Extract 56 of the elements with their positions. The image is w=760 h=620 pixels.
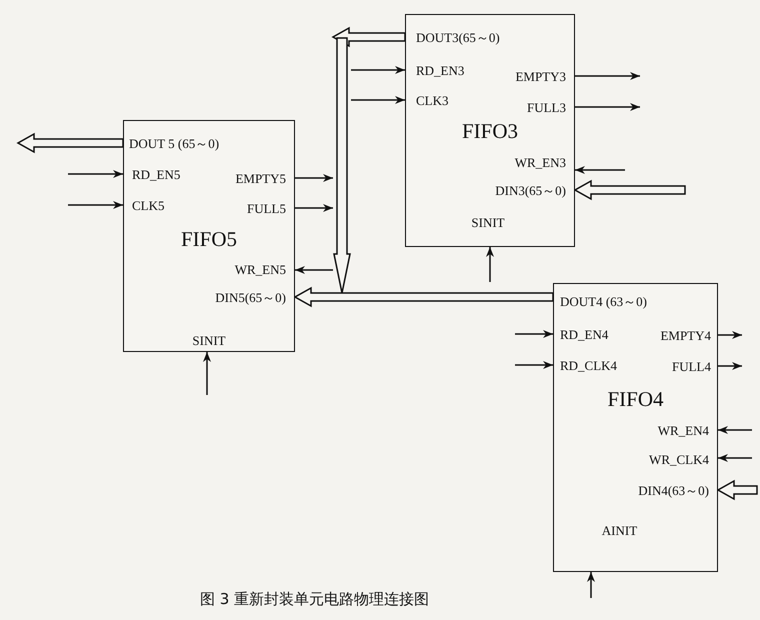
- signal-arrow: [295, 204, 333, 212]
- pin-label: RD_CLK4: [560, 358, 618, 374]
- signal-arrow: [718, 454, 752, 462]
- pin-label: DOUT4 (63～0): [560, 294, 648, 310]
- pin-label: DIN4(63～0): [638, 483, 709, 499]
- signal-arrow: [718, 331, 742, 339]
- signal-arrow: [515, 361, 553, 369]
- fifo-block: [123, 120, 295, 352]
- pin-label: CLK5: [132, 198, 164, 214]
- fifo-block: [553, 283, 718, 572]
- pin-label: CLK3: [416, 93, 448, 109]
- pin-label: RD_EN5: [132, 167, 180, 183]
- bus-arrow: [16, 132, 124, 154]
- block-title: FIFO4: [606, 387, 665, 411]
- pin-label: EMPTY3: [515, 69, 566, 85]
- bus-arrow: [716, 480, 758, 500]
- pin-label: WR_CLK4: [649, 452, 709, 468]
- pin-label: SINIT: [191, 333, 227, 349]
- fifo-block: [405, 14, 575, 247]
- pin-label: FULL5: [247, 201, 286, 217]
- pin-label: EMPTY4: [660, 328, 711, 344]
- pin-label: FULL3: [527, 100, 566, 116]
- signal-arrow: [68, 170, 123, 178]
- bus-arrow: [331, 26, 406, 48]
- signal-arrow: [351, 66, 405, 74]
- pin-label: WR_EN5: [234, 262, 286, 278]
- signal-arrow: [587, 572, 595, 598]
- signal-arrow: [351, 96, 405, 104]
- pin-label: DOUT 5 (65～0): [129, 136, 220, 152]
- bus-arrow: [293, 286, 554, 308]
- pin-label: DIN3(65～0): [495, 183, 566, 199]
- signal-arrow: [295, 174, 333, 182]
- pin-label: EMPTY5: [235, 171, 286, 187]
- pin-label: RD_EN4: [560, 327, 608, 343]
- pin-label: WR_EN4: [658, 423, 709, 439]
- pin-label: SINIT: [470, 215, 506, 231]
- bus-arrow: [573, 180, 686, 200]
- signal-arrow: [718, 362, 742, 370]
- signal-arrow: [203, 352, 211, 395]
- signal-arrow: [718, 426, 752, 434]
- signal-arrow: [575, 72, 640, 80]
- pin-label: DIN5(65～0): [215, 290, 286, 306]
- pin-label: DOUT3(65～0): [416, 30, 500, 46]
- signal-arrow: [575, 166, 625, 174]
- block-title: FIFO5: [180, 227, 238, 251]
- signal-arrow: [515, 330, 553, 338]
- figure-caption: 图 3 重新封装单元电路物理连接图: [200, 590, 430, 609]
- signal-arrow: [486, 247, 494, 282]
- signal-arrow: [575, 103, 640, 111]
- block-title: FIFO3: [460, 119, 520, 143]
- pin-label: FULL4: [672, 359, 711, 375]
- pin-label: WR_EN3: [514, 155, 566, 171]
- signal-arrow: [68, 201, 123, 209]
- pin-label: RD_EN3: [416, 63, 464, 79]
- pin-label: AINIT: [600, 523, 638, 539]
- signal-arrow: [295, 266, 333, 274]
